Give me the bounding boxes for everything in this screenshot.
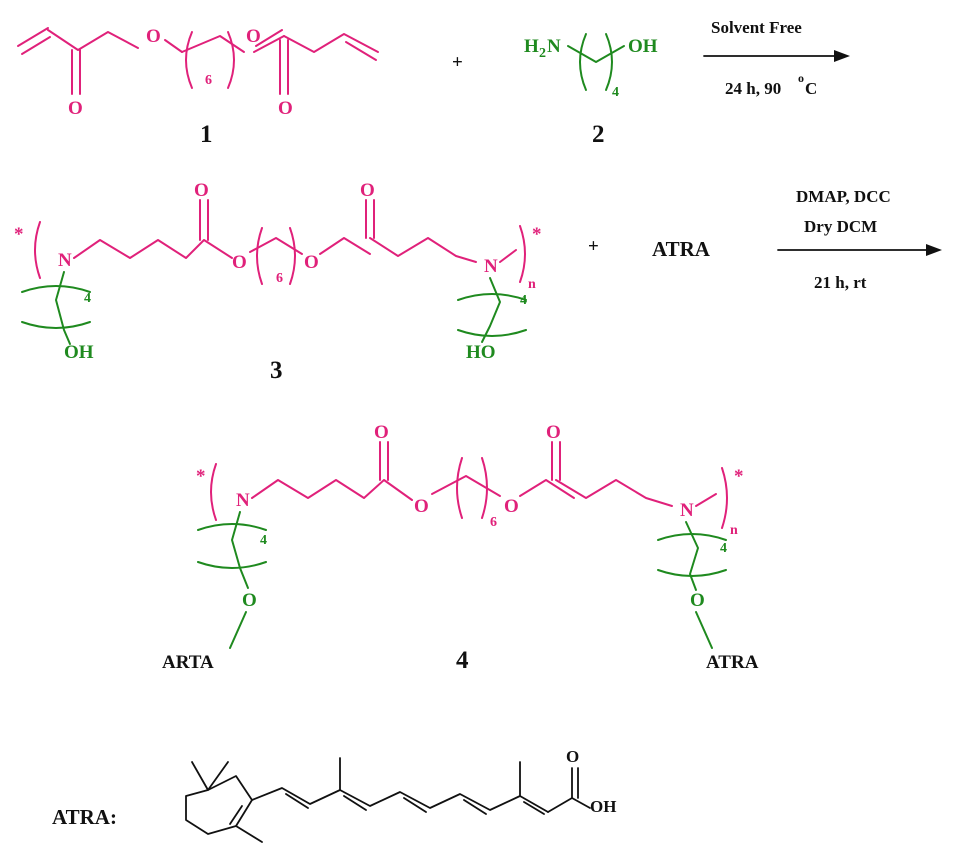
methylene-count-subscript: 4 xyxy=(520,293,527,308)
ether-oxygen: O xyxy=(242,590,257,611)
conditions-dry-dcm: Dry DCM xyxy=(804,217,877,236)
amine-nitrogen: N xyxy=(680,500,694,521)
carbonyl-oxygen: O xyxy=(360,180,375,201)
compound-3-label: 3 xyxy=(270,357,283,384)
celsius-unit: C xyxy=(805,79,817,98)
carbonyl-oxygen: O xyxy=(546,422,561,443)
atra-label: ATRA: xyxy=(52,805,117,829)
amine-nitrogen: N xyxy=(58,250,72,271)
compound-1-label: 1 xyxy=(200,121,213,148)
amine-nitrogen: N xyxy=(236,490,250,511)
product-4-structure: * N O O 6 O O N n * 4 O ARTA 4 O AT xyxy=(162,422,759,673)
methylene-count-subscript: 4 xyxy=(260,533,267,548)
methylene-count-subscript: 4 xyxy=(612,85,619,100)
chain-end-asterisk: * xyxy=(196,466,206,487)
acid-hydroxyl: OH xyxy=(590,797,616,816)
reaction-arrow-2: DMAP, DCC Dry DCM 21 h, rt xyxy=(777,187,942,292)
ester-oxygen: O xyxy=(304,252,319,273)
acid-carbonyl-oxygen: O xyxy=(566,747,579,766)
atra-structure: O OH xyxy=(185,747,616,843)
amine-nitrogen: N xyxy=(547,36,561,57)
degree-sign: o xyxy=(798,71,804,85)
methylene-count-subscript: 6 xyxy=(276,271,283,286)
ester-oxygen: O xyxy=(414,496,429,517)
plus-sign: + xyxy=(452,52,463,73)
reaction-arrow-1: Solvent Free 24 h, 90 o C xyxy=(703,18,850,98)
chain-end-asterisk: * xyxy=(14,224,24,245)
amine-hydrogen: H xyxy=(524,36,539,57)
carbonyl-oxygen: O xyxy=(194,180,209,201)
ester-oxygen: O xyxy=(504,496,519,517)
hydroxyl-group: OH xyxy=(628,36,658,57)
plus-sign: + xyxy=(588,236,599,257)
methylene-count-subscript: 6 xyxy=(490,515,497,530)
end-group-label-right: ATRA xyxy=(706,652,759,673)
repeat-unit-n: n xyxy=(528,277,536,292)
chain-end-asterisk: * xyxy=(734,466,744,487)
compound-1-hexanediol-diacrylate: O O O O 6 xyxy=(17,26,379,119)
ester-oxygen: O xyxy=(146,26,161,47)
repeat-unit-n: n xyxy=(730,523,738,538)
ester-oxygen: O xyxy=(232,252,247,273)
conditions-time-temperature: 24 h, 90 xyxy=(725,79,781,98)
compound-2-aminobutanol: H 2 N OH 4 xyxy=(524,33,658,100)
hydroxyl-group: HO xyxy=(466,342,496,363)
carbonyl-oxygen: O xyxy=(68,98,83,119)
ester-oxygen: O xyxy=(246,26,261,47)
compound-4-label: 4 xyxy=(456,647,469,674)
amine-nitrogen: N xyxy=(484,256,498,277)
ether-oxygen: O xyxy=(690,590,705,611)
methylene-count-subscript: 6 xyxy=(205,73,212,88)
methylene-count-subscript: 4 xyxy=(720,541,727,556)
conditions-dmap-dcc: DMAP, DCC xyxy=(796,187,891,206)
end-group-label-left: ARTA xyxy=(162,652,214,673)
conditions-time-rt: 21 h, rt xyxy=(814,273,867,292)
conditions-solvent-free: Solvent Free xyxy=(711,18,802,37)
amine-subscript: 2 xyxy=(539,46,546,61)
compound-2-label: 2 xyxy=(592,121,605,148)
carbonyl-oxygen: O xyxy=(374,422,389,443)
carbonyl-oxygen: O xyxy=(278,98,293,119)
chain-end-asterisk: * xyxy=(532,224,542,245)
methylene-count-subscript: 4 xyxy=(84,291,91,306)
hydroxyl-group: OH xyxy=(64,342,94,363)
polymer-3-structure: * N O O 6 O O N n * 4 OH 4 HO xyxy=(14,180,542,363)
reagent-atra: ATRA xyxy=(652,237,711,261)
